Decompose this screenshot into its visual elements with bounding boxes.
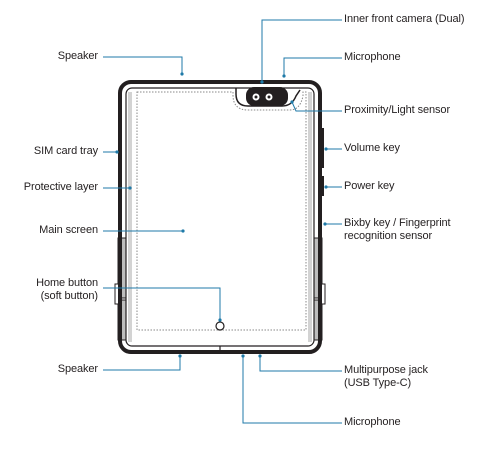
- label-proximity-light-sensor: Proximity/Light sensor: [344, 104, 451, 116]
- front-camera-lenses: [251, 92, 274, 102]
- home-button-icon: [215, 321, 225, 331]
- label-microphone-top: Microphone: [344, 51, 401, 63]
- label-home-button-line2: (soft button): [40, 290, 99, 302]
- volume-key: [320, 128, 324, 168]
- label-home-button: Home button (soft button): [36, 277, 98, 303]
- label-multipurpose-jack-line1: Multipurpose jack: [344, 364, 428, 376]
- label-sim-card-tray: SIM card tray: [33, 145, 98, 157]
- label-main-screen: Main screen: [39, 224, 98, 236]
- label-bixby-key-line2: recognition sensor: [344, 230, 433, 242]
- power-key: [320, 176, 324, 196]
- label-speaker-top: Speaker: [57, 50, 98, 62]
- label-volume-key: Volume key: [344, 142, 400, 154]
- label-microphone-bottom: Microphone: [344, 416, 401, 428]
- label-protective-layer: Protective layer: [23, 181, 98, 193]
- label-power-key: Power key: [344, 180, 395, 192]
- leader-lines: [103, 19, 342, 424]
- label-bixby-key: Bixby key / Fingerprint recognition sens…: [344, 217, 451, 243]
- label-speaker-bottom: Speaker: [57, 363, 98, 375]
- label-bixby-key-line1: Bixby key / Fingerprint: [344, 217, 451, 229]
- label-multipurpose-jack-line2: (USB Type-C): [344, 377, 412, 389]
- main-screen-outline: [136, 91, 307, 331]
- label-multipurpose-jack: Multipurpose jack (USB Type-C): [344, 364, 428, 390]
- label-home-button-line1: Home button: [36, 277, 98, 289]
- label-inner-front-camera: Inner front camera (Dual): [344, 13, 465, 25]
